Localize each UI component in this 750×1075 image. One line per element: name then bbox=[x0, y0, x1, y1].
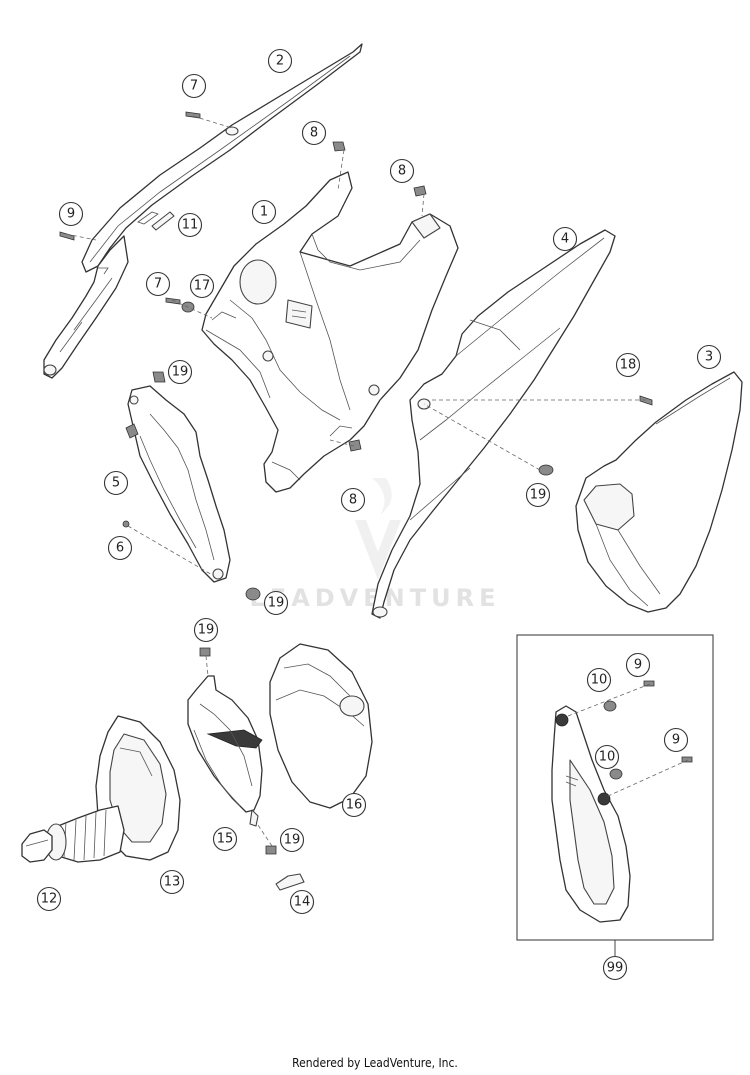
callout-19-side: 19 bbox=[525, 482, 551, 508]
svg-text:9: 9 bbox=[672, 733, 680, 748]
callout-5: 5 bbox=[103, 470, 129, 496]
svg-text:13: 13 bbox=[164, 875, 181, 890]
watermark-text: LEADVENTURE bbox=[250, 584, 501, 612]
callout-7-top: 7 bbox=[181, 73, 207, 99]
part-11-clip bbox=[151, 211, 175, 231]
part-3-number-plate bbox=[575, 371, 743, 613]
part-15-filter-cage bbox=[187, 675, 263, 827]
svg-text:9: 9 bbox=[634, 658, 642, 673]
callout-10-bottom: 10 bbox=[594, 744, 620, 770]
callout-9-box-top: 9 bbox=[625, 652, 651, 678]
callout-17: 17 bbox=[189, 273, 215, 299]
part-5-bracket bbox=[125, 385, 231, 583]
callout-7-mid: 7 bbox=[145, 271, 171, 297]
callout-9-left: 9 bbox=[58, 201, 84, 227]
callout-13: 13 bbox=[159, 869, 185, 895]
washer-10-top bbox=[603, 700, 617, 712]
callout-4: 4 bbox=[552, 226, 578, 252]
part-2-side-rail bbox=[43, 43, 363, 379]
svg-text:16: 16 bbox=[346, 798, 363, 813]
svg-text:17: 17 bbox=[194, 279, 211, 294]
svg-text:18: 18 bbox=[620, 358, 637, 373]
svg-text:8: 8 bbox=[310, 126, 318, 141]
callout-1: 1 bbox=[251, 199, 277, 225]
nut-8-top bbox=[332, 141, 346, 152]
bolt-7-top bbox=[185, 111, 201, 119]
svg-text:10: 10 bbox=[599, 750, 616, 765]
watermark-logo bbox=[355, 478, 401, 580]
grommet-19-lower bbox=[265, 845, 277, 855]
svg-text:9: 9 bbox=[67, 207, 75, 222]
svg-text:15: 15 bbox=[217, 832, 234, 847]
bolt-9-left bbox=[59, 231, 75, 241]
svg-text:19: 19 bbox=[284, 833, 301, 848]
svg-text:19: 19 bbox=[198, 623, 215, 638]
washer-10-bottom bbox=[609, 768, 623, 780]
svg-text:11: 11 bbox=[182, 218, 199, 233]
svg-text:7: 7 bbox=[154, 277, 162, 292]
svg-text:2: 2 bbox=[276, 54, 284, 69]
svg-text:19: 19 bbox=[172, 365, 189, 380]
svg-text:10: 10 bbox=[591, 673, 608, 688]
callouts: 1 2 3 4 5 6 7 7 8 8 8 9 9 9 10 10 11 12 … bbox=[36, 48, 722, 981]
bolt-9-box-bottom bbox=[681, 756, 693, 763]
grommet-19-cage bbox=[199, 647, 211, 657]
part-1-airbox bbox=[201, 171, 459, 493]
callout-99: 99 bbox=[602, 955, 628, 981]
svg-text:6: 6 bbox=[116, 541, 124, 556]
callout-9-box-bottom: 9 bbox=[663, 727, 689, 753]
callout-19-cage: 19 bbox=[193, 617, 219, 643]
svg-text:12: 12 bbox=[41, 892, 58, 907]
callout-11: 11 bbox=[177, 212, 203, 238]
nut-8-right bbox=[413, 185, 427, 197]
grommet-19-top bbox=[152, 371, 166, 383]
callout-19-lower: 19 bbox=[279, 827, 305, 853]
svg-text:5: 5 bbox=[112, 476, 120, 491]
bolt-6 bbox=[122, 520, 130, 528]
grommet-19-bracket bbox=[245, 587, 261, 601]
callout-12: 12 bbox=[36, 886, 62, 912]
hardware bbox=[59, 111, 693, 855]
bolt-18 bbox=[639, 395, 653, 406]
callout-6: 6 bbox=[107, 535, 133, 561]
svg-text:19: 19 bbox=[530, 488, 547, 503]
callout-8-bottom: 8 bbox=[340, 487, 366, 513]
part-14-clip bbox=[275, 873, 305, 891]
callout-14: 14 bbox=[289, 889, 315, 915]
callout-10-top: 10 bbox=[586, 667, 612, 693]
callout-8-top: 8 bbox=[301, 120, 327, 146]
bolt-9-box-top bbox=[643, 680, 655, 687]
part-12-intake-hose bbox=[21, 805, 125, 863]
leader-lines bbox=[65, 115, 689, 956]
nut-8-bottom bbox=[348, 439, 362, 452]
part-16-filter-cover bbox=[269, 643, 373, 809]
svg-text:7: 7 bbox=[190, 79, 198, 94]
svg-text:4: 4 bbox=[561, 232, 569, 247]
svg-text:19: 19 bbox=[268, 596, 285, 611]
svg-text:99: 99 bbox=[607, 961, 624, 976]
callout-16: 16 bbox=[341, 792, 367, 818]
bolt-7-mid bbox=[165, 297, 181, 305]
callout-15: 15 bbox=[212, 826, 238, 852]
footer-credit: Rendered by LeadVenture, Inc. bbox=[292, 1056, 458, 1070]
svg-text:8: 8 bbox=[349, 493, 357, 508]
svg-text:3: 3 bbox=[705, 350, 713, 365]
svg-text:8: 8 bbox=[398, 164, 406, 179]
svg-text:1: 1 bbox=[260, 205, 268, 220]
callout-19-bracket: 19 bbox=[263, 590, 289, 616]
part-4-side-panel bbox=[371, 229, 616, 619]
callout-18: 18 bbox=[615, 352, 641, 378]
part-99-box bbox=[516, 634, 714, 941]
callout-19-top: 19 bbox=[167, 359, 193, 385]
callout-2: 2 bbox=[267, 48, 293, 74]
grommet-19-side bbox=[538, 464, 554, 476]
callout-3: 3 bbox=[696, 344, 722, 370]
svg-text:14: 14 bbox=[294, 895, 311, 910]
callout-8-right: 8 bbox=[389, 158, 415, 184]
